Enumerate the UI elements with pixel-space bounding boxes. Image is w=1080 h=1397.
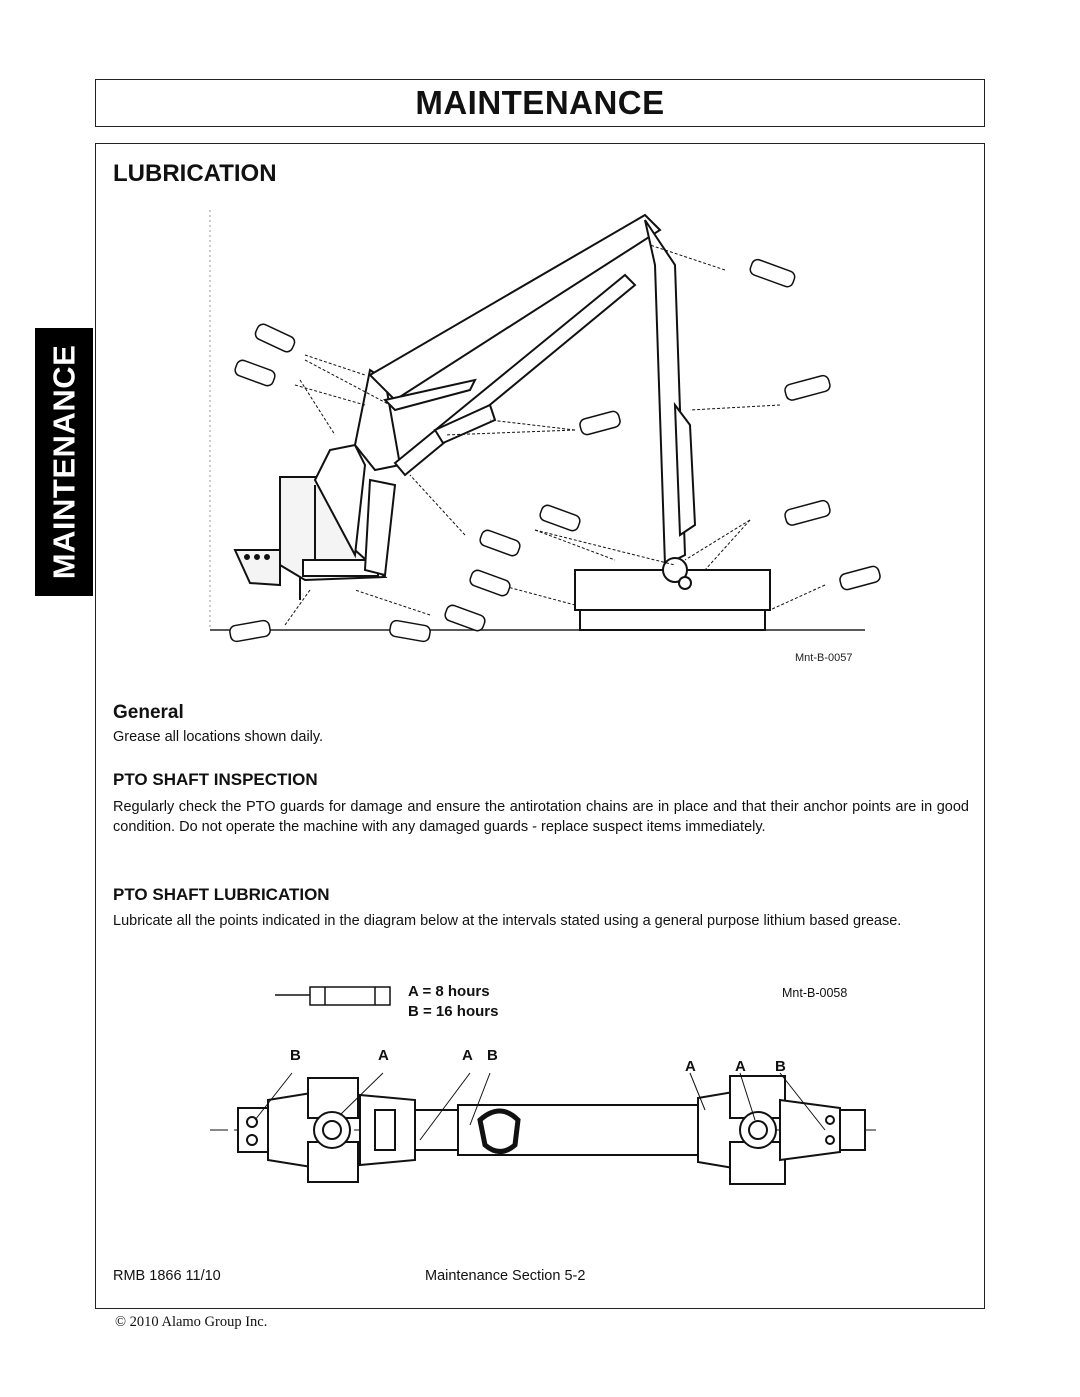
- pto-lubrication-heading: PTO SHAFT LUBRICATION: [113, 885, 330, 904]
- figure-ref-boom: Mnt-B-0057: [795, 652, 853, 664]
- pto-label-a: A: [685, 1058, 696, 1075]
- pto-lubrication-text: Lubricate all the points indicated in th…: [113, 913, 902, 929]
- pto-inspection-heading: PTO SHAFT INSPECTION: [113, 770, 318, 789]
- pto-label-a: A: [378, 1047, 389, 1064]
- pto-label-b: B: [775, 1058, 786, 1075]
- pto-shaft-diagram: [210, 986, 880, 1185]
- boom-lubrication-diagram: [209, 210, 881, 643]
- page-title: MAINTENANCE: [415, 84, 665, 121]
- side-tab: MAINTENANCE: [35, 328, 93, 596]
- figure-ref-pto: Mnt-B-0058: [782, 986, 848, 1000]
- pto-label-b: B: [487, 1047, 498, 1064]
- general-text: Grease all locations shown daily.: [113, 729, 324, 745]
- pto-label-b: B: [290, 1047, 301, 1064]
- pto-inspection-text: Regularly check the PTO guards for damag…: [113, 799, 969, 835]
- copyright: © 2010 Alamo Group Inc.: [115, 1314, 268, 1330]
- legend-interval-a: A = 8 hours: [408, 983, 490, 1000]
- section-number: Maintenance Section 5-2: [425, 1268, 586, 1284]
- legend-interval-b: B = 16 hours: [408, 1003, 499, 1020]
- doc-number: RMB 1866 11/10: [113, 1268, 221, 1284]
- side-tab-label: MAINTENANCE: [46, 344, 81, 580]
- pto-label-a: A: [462, 1047, 473, 1064]
- page-header: MAINTENANCE: [95, 79, 985, 127]
- pto-label-a: A: [735, 1058, 746, 1075]
- general-heading: General: [113, 702, 184, 723]
- content-frame: [95, 143, 985, 1309]
- section-title: LUBRICATION: [113, 160, 277, 187]
